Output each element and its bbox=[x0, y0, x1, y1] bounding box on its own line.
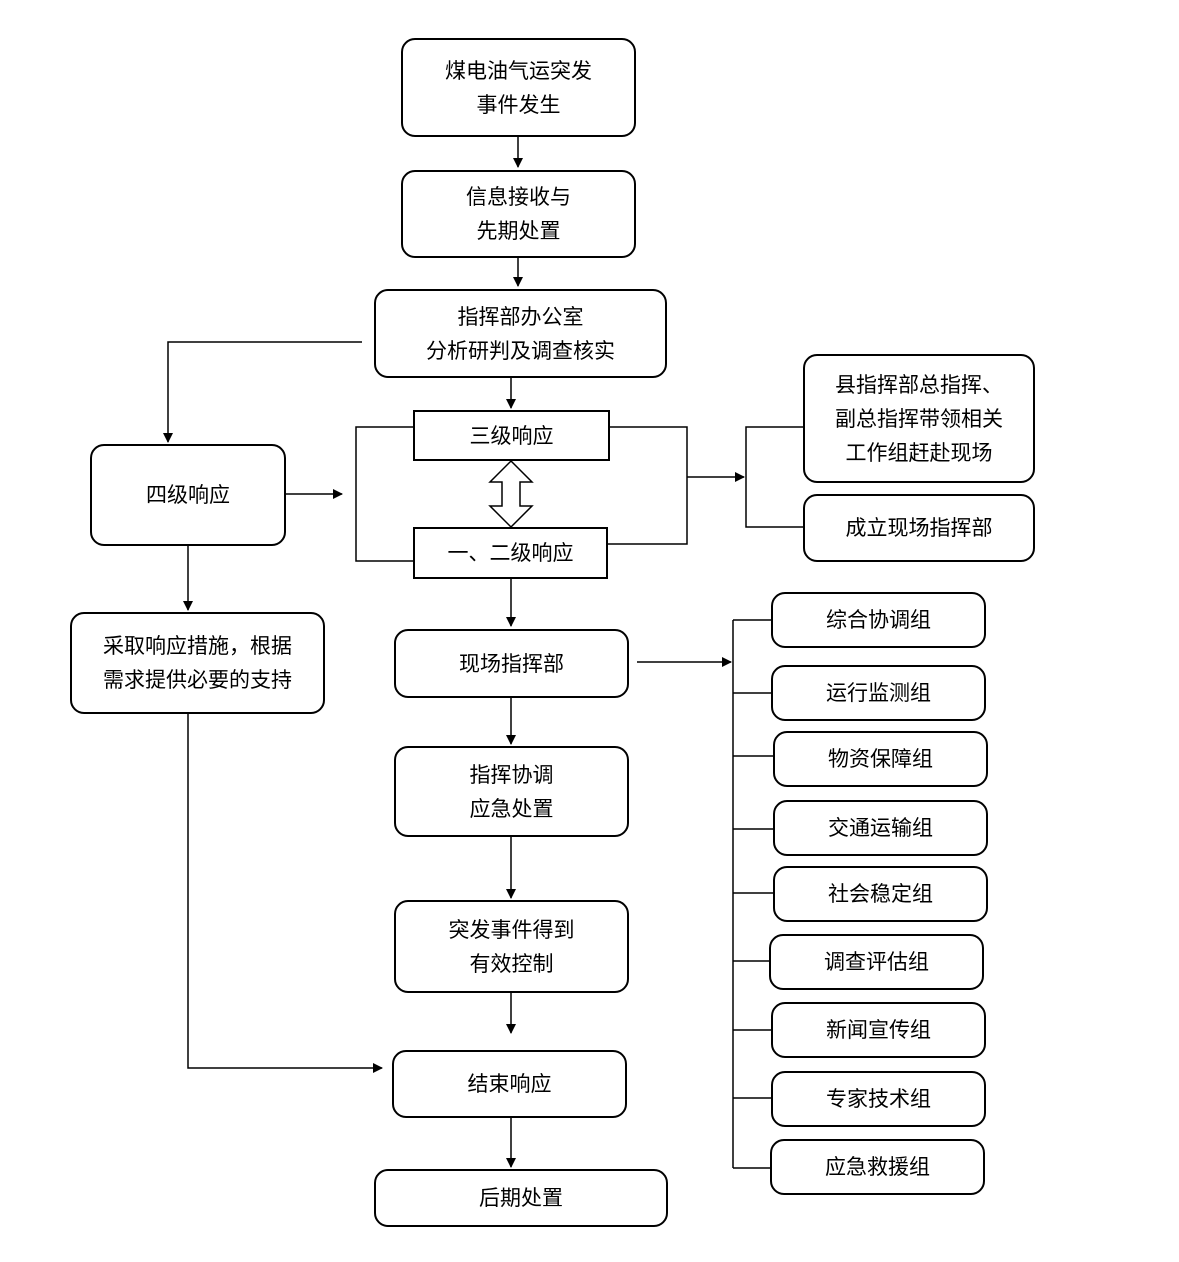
node-measures: 采取响应措施，根据 需求提供必要的支持 bbox=[70, 612, 325, 714]
group-box: 应急救援组 bbox=[770, 1139, 985, 1195]
node-aftermath: 后期处置 bbox=[374, 1169, 668, 1227]
right-bracket bbox=[608, 426, 688, 545]
node-county-lead: 县指挥部总指挥、 副总指挥带领相关 工作组赶赴现场 bbox=[803, 354, 1035, 483]
node-receive: 信息接收与 先期处置 bbox=[401, 170, 636, 258]
node-controlled: 突发事件得到 有效控制 bbox=[394, 900, 629, 993]
node-level4: 四级响应 bbox=[90, 444, 286, 546]
node-end-response: 结束响应 bbox=[392, 1050, 627, 1118]
group-box: 综合协调组 bbox=[771, 592, 986, 648]
arrow-office-to-level4 bbox=[163, 341, 362, 443]
node-office: 指挥部办公室 分析研判及调查核实 bbox=[374, 289, 667, 378]
left-bracket bbox=[355, 426, 413, 562]
group-box: 交通运输组 bbox=[773, 800, 988, 856]
group-box: 专家技术组 bbox=[771, 1071, 986, 1127]
node-site-hq: 现场指挥部 bbox=[394, 629, 629, 698]
node-level12: 一、二级响应 bbox=[413, 527, 608, 579]
node-coordinate: 指挥协调 应急处置 bbox=[394, 746, 629, 837]
county-branch bbox=[745, 426, 803, 528]
group-box: 调查评估组 bbox=[769, 934, 984, 990]
double-arrow-icon bbox=[488, 459, 534, 529]
node-set-up-site: 成立现场指挥部 bbox=[803, 494, 1035, 562]
group-box: 运行监测组 bbox=[771, 665, 986, 721]
group-box: 物资保障组 bbox=[773, 731, 988, 787]
node-event: 煤电油气运突发 事件发生 bbox=[401, 38, 636, 137]
node-level3: 三级响应 bbox=[413, 410, 610, 461]
group-box: 社会稳定组 bbox=[773, 866, 988, 922]
arrow-measures-to-end bbox=[187, 714, 383, 1073]
group-box: 新闻宣传组 bbox=[771, 1002, 986, 1058]
